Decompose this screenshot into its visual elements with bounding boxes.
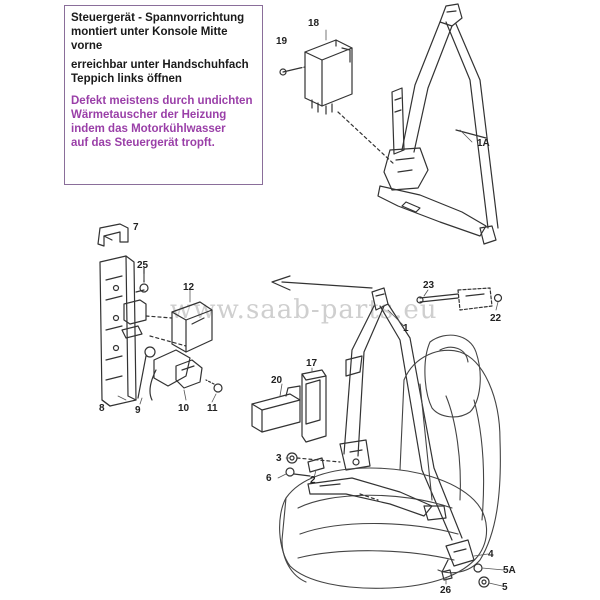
callout-7: 7 <box>133 222 139 233</box>
callout-26: 26 <box>440 585 452 596</box>
part-5 <box>478 576 490 588</box>
control-unit-18 <box>304 39 353 115</box>
note-line-3: vorne <box>71 40 103 52</box>
belt-assembly-1A <box>377 3 499 245</box>
callout-3: 3 <box>276 453 282 464</box>
leader-lines <box>117 29 505 587</box>
cover-12 <box>145 301 213 353</box>
callout-23: 23 <box>423 280 435 291</box>
part-26 <box>441 569 453 581</box>
watermark: www.saab-parts.eu <box>170 295 437 325</box>
callout-2: 2 <box>310 475 316 486</box>
callout-17: 17 <box>306 358 318 369</box>
connector-line-18 <box>337 111 396 166</box>
part-5A <box>473 563 483 573</box>
callout-5: 5 <box>502 582 508 593</box>
callout-10: 10 <box>178 403 190 414</box>
nut-11 <box>205 379 223 393</box>
callout-20: 20 <box>271 375 283 386</box>
callout-1A: 1A <box>477 138 490 149</box>
note-line-1: Steuergerät - Spannvorrichtung <box>71 12 245 24</box>
clip-17 <box>301 369 327 443</box>
callout-22: 22 <box>490 313 502 324</box>
defect-line-1: Defekt meistens durch undichten <box>71 95 253 107</box>
part-3 <box>286 452 341 464</box>
part-6 <box>285 467 311 477</box>
arrow-head <box>271 275 291 291</box>
seat <box>279 334 501 589</box>
direction-arrow <box>281 281 373 289</box>
defect-line-2: Wärmetauscher der Heizung <box>71 109 227 121</box>
callout-25: 25 <box>137 260 149 271</box>
part-22 <box>493 293 503 303</box>
note-line-5: Teppich links öffnen <box>71 73 182 85</box>
buckle-tongue <box>307 477 447 521</box>
belt-1 <box>339 287 463 541</box>
annotation-box: Steuergerät - Spannvorrichtung montiert … <box>64 5 263 185</box>
pin-9 <box>137 346 156 399</box>
callout-18: 18 <box>308 18 320 29</box>
part-23 <box>416 287 493 311</box>
callout-11: 11 <box>207 403 218 414</box>
bracket-7 <box>97 223 129 247</box>
callout-19: 19 <box>276 36 288 47</box>
callout-1: 1 <box>403 323 409 334</box>
anchor-4 <box>441 539 475 573</box>
callout-8: 8 <box>99 403 105 414</box>
rail-8 <box>99 255 147 407</box>
bracket-20 <box>251 385 301 433</box>
bolt-25 <box>135 267 149 293</box>
defect-line-3: indem das Motorkühlwasser <box>71 123 226 135</box>
callout-9: 9 <box>135 405 141 416</box>
callout-12: 12 <box>183 282 195 293</box>
callout-4: 4 <box>488 549 494 560</box>
slide-10 <box>149 349 203 401</box>
callout-5A: 5A <box>503 565 516 576</box>
screw-19 <box>279 66 306 76</box>
defect-line-4: auf das Steuergerät tropft. <box>71 137 215 149</box>
note-line-2: montiert unter Konsole Mitte <box>71 26 228 38</box>
callout-6: 6 <box>266 473 272 484</box>
note-line-4: erreichbar unter Handschuhfach <box>71 59 249 71</box>
part-2 <box>307 457 325 473</box>
